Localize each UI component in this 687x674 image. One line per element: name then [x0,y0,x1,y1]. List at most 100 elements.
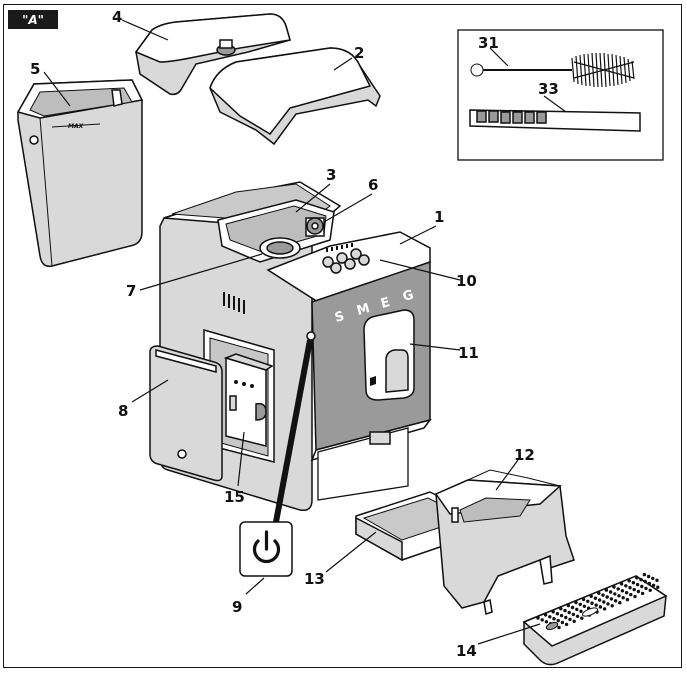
callout-9: 9 [232,598,242,616]
accessories-inset [457,29,664,161]
grid-hole [621,596,625,600]
callout-1: 1 [434,208,444,226]
grid-hole [601,593,605,597]
grid-hole [655,578,659,582]
grid-hole [605,595,609,599]
grid-hole [582,604,587,608]
grid-hole [604,588,609,592]
grid-hole [559,607,563,611]
callout-2: 2 [354,44,364,62]
cup-grid [522,572,668,666]
callout-6: 6 [368,176,378,194]
grid-hole [570,605,575,610]
grid-hole [632,587,636,592]
grid-hole [555,612,560,616]
grid-hole [563,608,567,613]
ground-coffee-funnel [259,237,301,259]
grid-hole [616,587,620,591]
grid-hole [624,591,629,595]
callout-8: 8 [118,402,128,420]
grid-hole [559,613,564,618]
grid-hole [574,600,578,605]
grid-hole [640,584,644,589]
grid-hole [593,596,598,600]
grid-hole [586,599,590,603]
grid-hole [635,576,639,580]
grid-hole [624,584,628,588]
grid-hole [635,582,640,587]
grid-hole [656,585,660,589]
cleaning-brush [470,52,635,88]
coffee-dispenser [363,309,415,401]
callout-3: 3 [326,166,336,184]
water-tank: MAX [16,79,144,268]
grid-hole [597,591,601,595]
grid-hole [597,598,602,602]
grid-hole [578,602,582,607]
grid-hole [560,620,565,625]
grid-hole [575,614,580,618]
brand-letter-s: S [333,309,346,326]
leader-lines [43,19,567,645]
grid-hole [627,579,631,583]
grid-hole [598,605,603,609]
top-cover [209,47,381,146]
machine-power-button [306,331,316,341]
grid-hole [602,607,607,611]
grid-hole [613,599,618,603]
grid-hole [579,609,583,613]
callout-11: 11 [458,344,479,362]
grid-hole [631,581,636,585]
grid-hole [651,583,656,587]
grid-hole [613,592,617,596]
bean-hopper [217,199,335,263]
grid-hole [639,577,643,582]
grid-hole [571,612,576,617]
grid-hole [564,622,569,627]
callout-5: 5 [30,60,40,78]
grid-hole [572,619,576,623]
callout-15: 15 [224,488,245,506]
grid-hole [589,594,593,598]
water-hardness-strip [469,109,641,132]
callout-10: 10 [456,272,477,290]
callout-14: 14 [456,642,477,660]
grid-hole [646,574,651,579]
grid-hole [647,581,652,586]
service-door [149,345,223,482]
grid-hole [618,601,622,605]
grid-hole [581,597,586,602]
grid-hole [557,625,561,630]
callout-12: 12 [514,446,535,464]
grid-hole [608,590,613,594]
grid-hole [617,594,621,598]
callout-4: 4 [112,8,122,26]
tank-max-mark: MAX [68,123,84,130]
grid-hole [556,618,560,623]
callout-33: 33 [538,80,559,98]
grid-hole [619,582,624,586]
control-panel [322,243,370,274]
power-icon [252,530,281,564]
grid-hole [543,613,548,617]
grid-hole [644,586,648,591]
grid-hole [612,585,616,589]
grid-hole [633,594,637,599]
grid-hole [629,592,633,597]
brand-logo: S M E G [333,288,415,326]
grid-hole [606,602,610,606]
grid-hole [564,615,568,620]
grid-hole [594,603,598,607]
grid-hole [568,617,572,622]
callout-31: 31 [478,34,499,52]
hopper-lid [134,13,291,96]
grid-hole [540,618,544,622]
brand-letter-e: E [379,295,391,312]
grid-hole [609,597,614,601]
grid-hole [575,607,579,612]
grind-adjust-knob [305,217,325,237]
grid-hole [636,589,641,594]
power-button-detail [239,339,313,577]
brewing-unit [223,353,274,447]
